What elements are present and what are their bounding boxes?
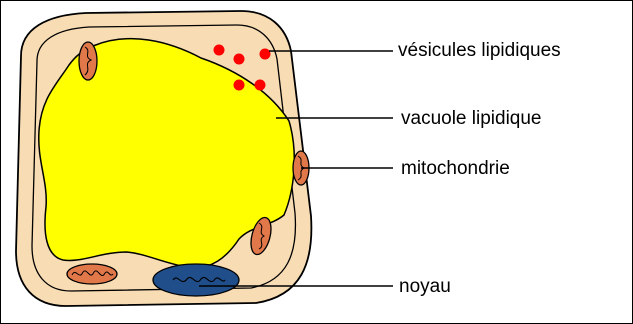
nucleus (153, 264, 239, 296)
lipid-vesicle (234, 80, 245, 91)
mitochondrion (67, 264, 117, 284)
label-nucleus: noyau (399, 277, 451, 296)
label-mitochondria: mitochondrie (401, 159, 510, 178)
lipid-vesicle (260, 49, 271, 60)
lipid-vesicle (255, 80, 266, 91)
lipid-vesicle (214, 45, 225, 56)
label-lipid-vesicles: vésicules lipidiques (398, 41, 561, 60)
label-lipid-vacuole: vacuole lipidique (401, 109, 542, 128)
mitochondrion (79, 42, 97, 80)
lipid-vesicle (234, 54, 245, 65)
